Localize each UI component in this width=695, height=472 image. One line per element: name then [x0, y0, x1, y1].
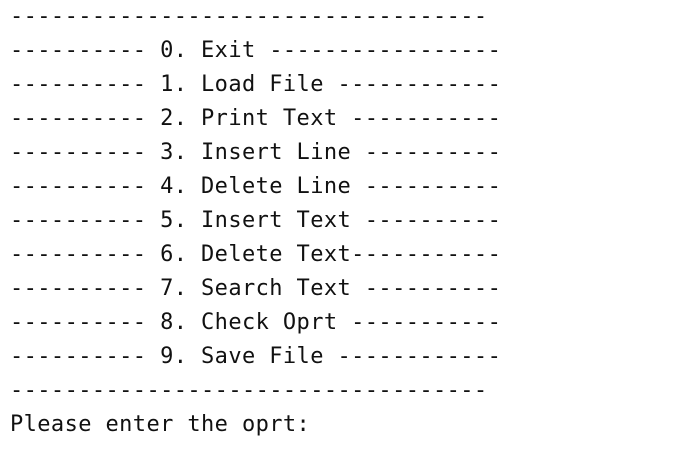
menu-item-search-text: ---------- 7. Search Text ----------	[10, 276, 502, 301]
top-divider: -----------------------------------	[10, 4, 488, 29]
menu-item-insert-line: ---------- 3. Insert Line ----------	[10, 140, 502, 165]
input-prompt-line[interactable]: Please enter the oprt:	[10, 408, 690, 442]
menu-item-load-file: ---------- 1. Load File ------------	[10, 72, 502, 97]
menu-item-insert-text: ---------- 5. Insert Text ----------	[10, 208, 502, 233]
menu-item-delete-line: ---------- 4. Delete Line ----------	[10, 174, 502, 199]
bottom-divider: -----------------------------------	[10, 378, 488, 403]
menu-item-check-oprt: ---------- 8. Check Oprt -----------	[10, 310, 502, 335]
menu-item-delete-text: ---------- 6. Delete Text-----------	[10, 242, 502, 267]
menu-item-print-text: ---------- 2. Print Text -----------	[10, 106, 502, 131]
menu-item-save-file: ---------- 9. Save File ------------	[10, 344, 502, 369]
menu-item-exit: ---------- 0. Exit -----------------	[10, 38, 502, 63]
terminal-window: ----------------------------------- ----…	[10, 0, 690, 472]
input-prompt: Please enter the oprt:	[10, 412, 324, 437]
